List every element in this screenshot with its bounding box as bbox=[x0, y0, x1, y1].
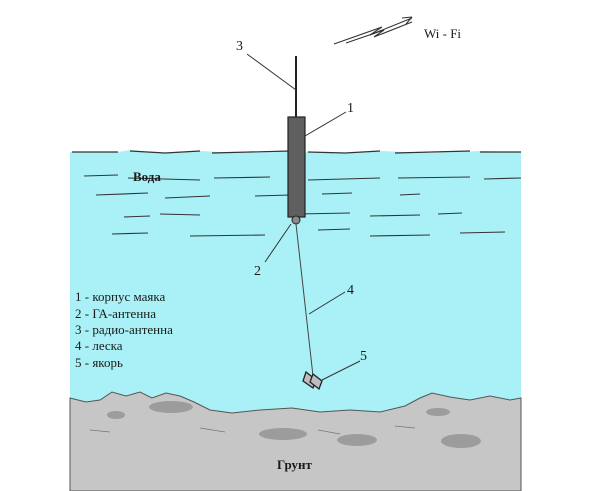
callout-3: 3 bbox=[236, 39, 243, 54]
water-area bbox=[70, 150, 521, 420]
ha-antenna bbox=[291, 215, 301, 225]
legend-item-5: 5 - якорь bbox=[75, 355, 123, 370]
wifi-label: Wi - Fi bbox=[424, 26, 461, 41]
legend-item-3: 3 - радио-антенна bbox=[75, 322, 173, 337]
legend-item-2: 2 - ГА-антенна bbox=[75, 306, 156, 321]
fishing-line bbox=[295, 223, 314, 377]
beacon-body bbox=[287, 116, 306, 218]
callout-4: 4 bbox=[347, 283, 354, 298]
legend-item-1: 1 - корпус маяка bbox=[75, 289, 165, 304]
callout-leaders bbox=[246, 53, 361, 381]
water-label: Вода bbox=[133, 169, 161, 184]
water-surface-lines bbox=[72, 150, 521, 154]
callout-1: 1 bbox=[347, 101, 354, 116]
legend-item-4: 4 - леска bbox=[75, 338, 123, 353]
callout-2: 2 bbox=[254, 264, 261, 279]
wifi-signal-icon bbox=[333, 16, 413, 45]
ground-area bbox=[69, 391, 522, 491]
anchor bbox=[302, 370, 323, 391]
callout-5: 5 bbox=[360, 349, 367, 364]
legend: 1 - корпус маяка 2 - ГА-антенна 3 - ради… bbox=[75, 289, 173, 370]
ground-cracks bbox=[89, 425, 416, 435]
wave-lines bbox=[83, 174, 522, 237]
ground-texture bbox=[107, 401, 481, 448]
ground-label: Грунт bbox=[277, 457, 313, 472]
